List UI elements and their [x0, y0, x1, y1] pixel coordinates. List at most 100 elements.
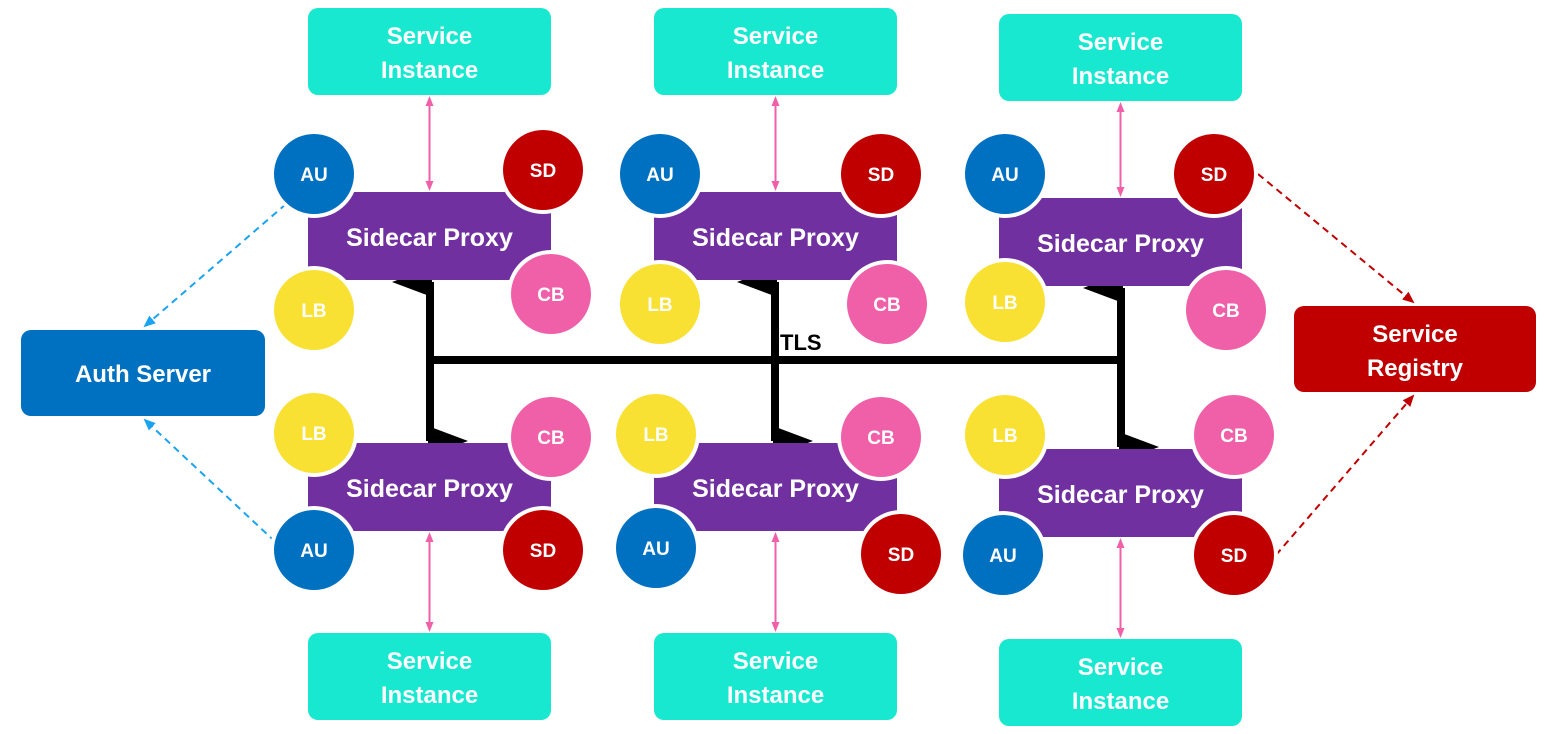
component-circle-cb[interactable]	[1186, 270, 1266, 350]
service-registry-box[interactable]	[1294, 306, 1536, 392]
component-circle-cb[interactable]	[511, 397, 591, 477]
component-circle-cb[interactable]	[847, 264, 927, 344]
component-label-cb: CB	[867, 428, 894, 449]
service-instance-label-line-1: Service	[733, 648, 818, 675]
component-circle-lb[interactable]	[620, 264, 700, 344]
component-au[interactable]: AU	[612, 504, 700, 592]
component-circle-au[interactable]	[965, 134, 1045, 214]
service-instance-box[interactable]	[654, 633, 897, 720]
service-instance-box[interactable]	[308, 633, 551, 720]
component-lb[interactable]: LB	[616, 260, 704, 348]
component-sd[interactable]: SD	[499, 506, 587, 594]
service-instance-label-line-1: Service	[1078, 29, 1163, 56]
component-au[interactable]: AU	[616, 130, 704, 218]
component-label-au: AU	[989, 546, 1016, 567]
component-lb[interactable]: LB	[961, 391, 1049, 479]
service-instance-label-line-2: Instance	[381, 57, 478, 84]
sidecar-proxy-label: Sidecar Proxy	[692, 224, 859, 252]
component-circle-cb[interactable]	[841, 397, 921, 477]
component-label-lb: LB	[992, 293, 1017, 314]
service-registry-label-line-1: Service	[1372, 321, 1457, 348]
component-circle-sd[interactable]	[1194, 515, 1274, 595]
component-cb[interactable]: CB	[507, 393, 595, 481]
component-au[interactable]: AU	[959, 511, 1047, 599]
service-instance-box[interactable]	[999, 14, 1242, 101]
sidecar-proxy[interactable]: Sidecar Proxy	[308, 443, 551, 531]
component-circle-lb[interactable]	[274, 270, 354, 350]
sidecar-proxy-label: Sidecar Proxy	[346, 224, 513, 252]
component-circle-au[interactable]	[274, 134, 354, 214]
component-sd[interactable]: SD	[1170, 130, 1258, 218]
component-label-sd: SD	[530, 161, 556, 182]
component-circle-au[interactable]	[620, 134, 700, 214]
component-circle-au[interactable]	[963, 515, 1043, 595]
component-lb[interactable]: LB	[612, 390, 700, 478]
component-label-cb: CB	[873, 295, 900, 316]
service-registry[interactable]: Service Registry	[1294, 306, 1536, 392]
auth-server[interactable]: Auth Server	[21, 330, 265, 416]
service-instance-box[interactable]	[654, 8, 897, 95]
auth-link-bottom	[143, 418, 285, 551]
component-label-sd: SD	[1221, 546, 1247, 567]
component-cb[interactable]: CB	[843, 260, 931, 348]
component-circle-lb[interactable]	[616, 394, 696, 474]
component-sd[interactable]: SD	[837, 130, 925, 218]
component-au[interactable]: AU	[961, 130, 1049, 218]
component-sd[interactable]: SD	[499, 126, 587, 214]
component-circle-sd[interactable]	[503, 130, 583, 210]
component-circle-lb[interactable]	[274, 393, 354, 473]
component-circle-sd[interactable]	[861, 514, 941, 594]
component-circle-cb[interactable]	[511, 254, 591, 334]
auth-server-label: Auth Server	[75, 361, 211, 388]
component-circle-lb[interactable]	[965, 395, 1045, 475]
component-lb[interactable]: LB	[961, 258, 1049, 346]
component-circle-sd[interactable]	[503, 510, 583, 590]
component-circle-sd[interactable]	[841, 134, 921, 214]
component-circle-au[interactable]	[616, 508, 696, 588]
component-au[interactable]: AU	[270, 506, 358, 594]
component-au[interactable]: AU	[270, 130, 358, 218]
component-label-cb: CB	[1212, 301, 1239, 322]
component-lb[interactable]: LB	[270, 389, 358, 477]
component-label-lb: LB	[301, 301, 326, 322]
component-cb[interactable]: CB	[837, 393, 925, 481]
component-cb[interactable]: CB	[1190, 391, 1278, 479]
sidecar-proxy[interactable]: Sidecar Proxy	[308, 192, 551, 280]
sidecar-proxy-box[interactable]	[308, 192, 551, 280]
component-lb[interactable]: LB	[270, 266, 358, 354]
component-label-au: AU	[991, 165, 1018, 186]
component-circle-lb[interactable]	[965, 262, 1045, 342]
auth-server-box[interactable]	[21, 330, 265, 416]
service-instance-label-line-2: Instance	[727, 57, 824, 84]
service-instance-label-line-1: Service	[387, 23, 472, 50]
component-sd[interactable]: SD	[857, 510, 945, 598]
component-label-au: AU	[646, 165, 673, 186]
component-cb[interactable]: CB	[507, 250, 595, 338]
service-instance-box[interactable]	[308, 8, 551, 95]
sidecar-proxy-label: Sidecar Proxy	[1037, 230, 1204, 258]
component-circle-sd[interactable]	[1174, 134, 1254, 214]
component-cb[interactable]: CB	[1182, 266, 1270, 354]
links-layer	[143, 173, 1415, 556]
component-label-cb: CB	[537, 428, 564, 449]
service-instance-label-line-2: Instance	[381, 682, 478, 709]
component-circle-cb[interactable]	[1194, 395, 1274, 475]
sidecar-proxy[interactable]: Sidecar Proxy	[999, 198, 1242, 286]
component-sd[interactable]: SD	[1190, 511, 1278, 599]
component-label-lb: LB	[647, 295, 672, 316]
component-circle-au[interactable]	[274, 510, 354, 590]
service-instance-box[interactable]	[999, 639, 1242, 726]
sidecar-proxy-label: Sidecar Proxy	[1037, 481, 1204, 509]
service-instance-label-line-2: Instance	[727, 682, 824, 709]
